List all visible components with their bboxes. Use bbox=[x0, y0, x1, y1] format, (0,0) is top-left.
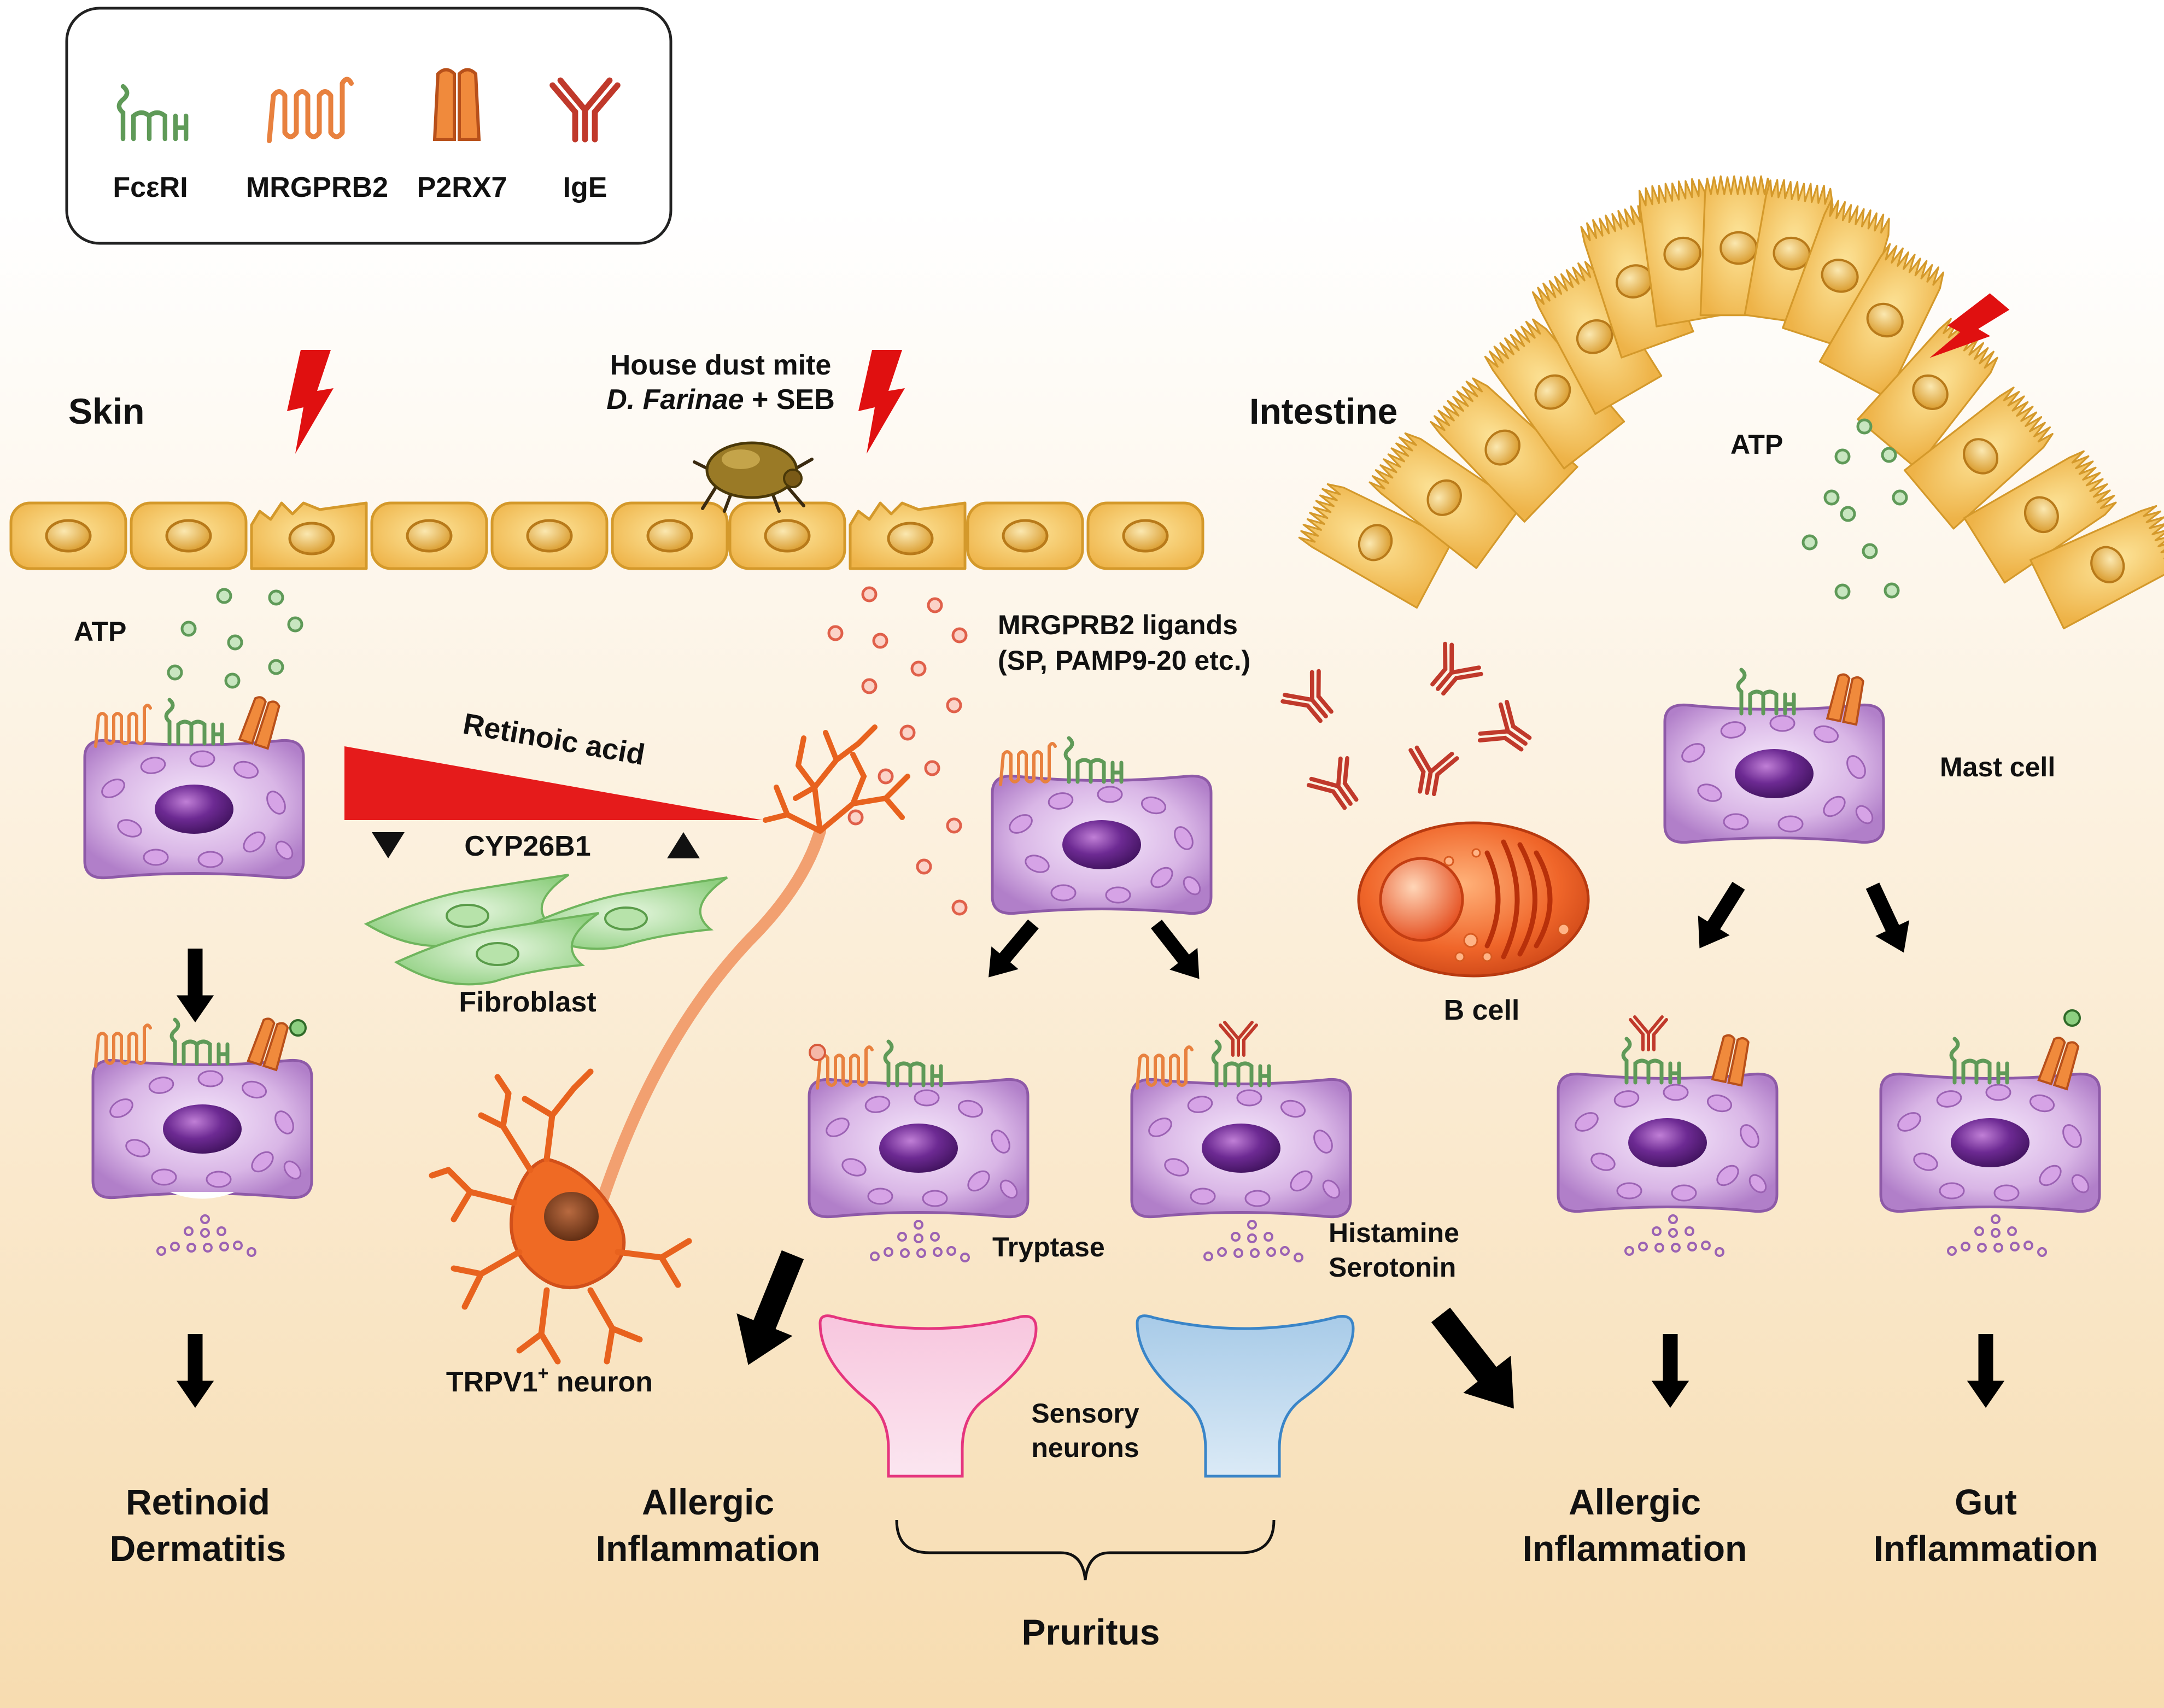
trpv1-superscript: + bbox=[538, 1363, 549, 1384]
sensory-neurons-label-2: neurons bbox=[1031, 1432, 1139, 1463]
retinoic-acid-gradient bbox=[344, 746, 763, 820]
outcome-allergic-inflammation-gut: Allergic bbox=[1569, 1482, 1701, 1522]
pruritus-label: Pruritus bbox=[1021, 1612, 1160, 1652]
mast-cell-intestine-atp bbox=[1881, 1009, 2099, 1212]
legend-box bbox=[65, 7, 672, 245]
b-cell bbox=[1357, 821, 1590, 978]
sensory-neuron-pink bbox=[818, 1314, 1038, 1478]
species-suffix: + SEB bbox=[744, 384, 835, 416]
outcome-allergic-inflammation-skin-2: Inflammation bbox=[596, 1528, 821, 1569]
outcome-retinoid-dermatitis-2: Dermatitis bbox=[110, 1528, 286, 1569]
serotonin-label: Serotonin bbox=[1329, 1252, 1456, 1283]
outcome-allergic-inflammation-gut-2: Inflammation bbox=[1523, 1528, 1747, 1569]
legend: FcεRI MRGPRB2 P2RX7 IgE bbox=[65, 7, 672, 245]
legend-label-mrgprb2: MRGPRB2 bbox=[246, 172, 388, 203]
b-cell-label: B cell bbox=[1444, 995, 1520, 1026]
atp-particles-intestine bbox=[1802, 418, 1908, 600]
pruritus-bracket bbox=[895, 1519, 1276, 1581]
trpv1-neuron bbox=[429, 724, 910, 1365]
mrgprb2-ligands-examples: (SP, PAMP9-20 etc.) bbox=[998, 645, 1250, 676]
histamine-label: Histamine bbox=[1329, 1218, 1459, 1248]
increase-triangle-icon bbox=[667, 832, 700, 858]
house-dust-mite-species: D. Farinae + SEB bbox=[606, 384, 835, 416]
mast-cell-skin-activated bbox=[93, 1015, 312, 1198]
fibroblast-label: Fibroblast bbox=[459, 986, 596, 1018]
outcome-gut-inflammation: Gut bbox=[1955, 1482, 2017, 1522]
region-label-intestine: Intestine bbox=[1249, 391, 1397, 431]
outcome-retinoid-dermatitis: Retinoid bbox=[126, 1482, 270, 1522]
cyp26b1-label: CYP26B1 bbox=[464, 830, 590, 862]
outcome-gut-inflammation-2: Inflammation bbox=[1874, 1528, 2098, 1569]
sensory-neuron-blue bbox=[1136, 1314, 1355, 1478]
species-name: D. Farinae bbox=[606, 384, 744, 416]
trpv1-neuron-label: TRPV1+ neuron bbox=[446, 1363, 653, 1398]
outcome-allergic-inflammation-skin: Allergic bbox=[642, 1482, 774, 1522]
sensory-neurons-label: Sensory bbox=[1031, 1398, 1139, 1429]
decrease-triangle-icon bbox=[372, 832, 405, 858]
mast-cell-label: Mast cell bbox=[1940, 752, 2055, 782]
legend-label-fceri: FcεRI bbox=[113, 172, 188, 203]
legend-label-p2rx7: P2RX7 bbox=[417, 172, 507, 203]
trpv1-text: TRPV1 bbox=[446, 1366, 538, 1398]
atp-particles-skin bbox=[167, 588, 303, 689]
dust-mite-icon bbox=[693, 441, 814, 513]
atp-label-intestine: ATP bbox=[1730, 429, 1783, 460]
mrgprb2-ligands-label: MRGPRB2 ligands bbox=[998, 610, 1238, 640]
atp-label-skin: ATP bbox=[74, 616, 126, 647]
region-label-skin: Skin bbox=[68, 391, 144, 431]
house-dust-mite-label: House dust mite bbox=[610, 349, 832, 381]
tryptase-label: Tryptase bbox=[992, 1232, 1105, 1262]
mrgprb2-ligand-particles bbox=[827, 586, 968, 916]
mast-cell-tryptase bbox=[809, 1042, 1028, 1217]
neuron-text: neuron bbox=[548, 1366, 653, 1398]
legend-label-ige: IgE bbox=[563, 172, 607, 203]
